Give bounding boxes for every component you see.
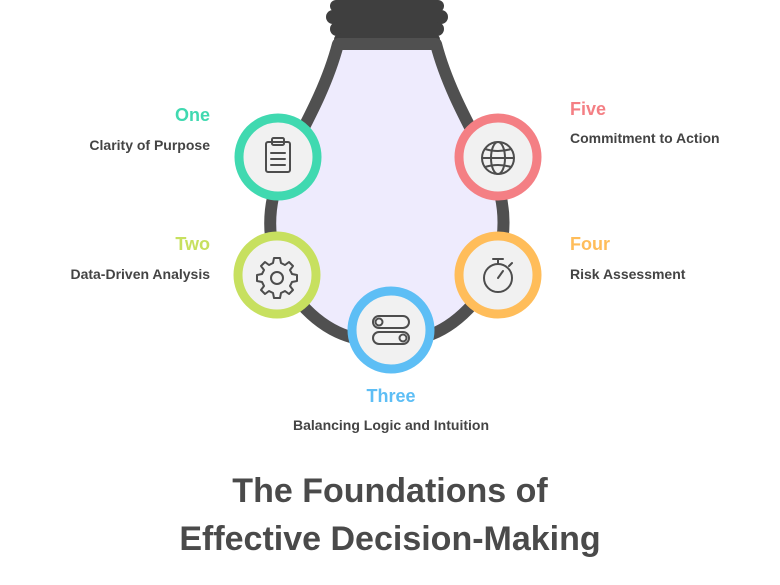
item-five-number: Five — [570, 99, 607, 119]
toggle-switches-icon — [372, 315, 410, 345]
item-three-label: Balancing Logic and Intuition — [293, 417, 489, 433]
stopwatch-icon — [483, 258, 513, 293]
node-three — [347, 286, 435, 374]
item-two-number: Two — [175, 234, 210, 254]
item-four-label: Risk Assessment — [570, 266, 686, 282]
node-two — [233, 231, 321, 319]
node-four — [454, 231, 542, 319]
globe-icon — [481, 141, 515, 175]
gear-icon — [256, 257, 298, 299]
item-three-number: Three — [366, 386, 416, 406]
item-two-label: Data-Driven Analysis — [70, 266, 210, 282]
title-line-1: The Foundations of — [232, 472, 548, 510]
item-one-label: Clarity of Purpose — [89, 137, 210, 153]
title-line-2: Effective Decision-Making — [179, 520, 601, 558]
node-five — [454, 113, 542, 201]
item-five-label: Commitment to Action — [570, 130, 720, 146]
clipboard-icon — [265, 137, 291, 173]
item-one-number: One — [174, 105, 210, 125]
node-one — [234, 113, 322, 201]
item-four-number: Four — [570, 234, 610, 254]
